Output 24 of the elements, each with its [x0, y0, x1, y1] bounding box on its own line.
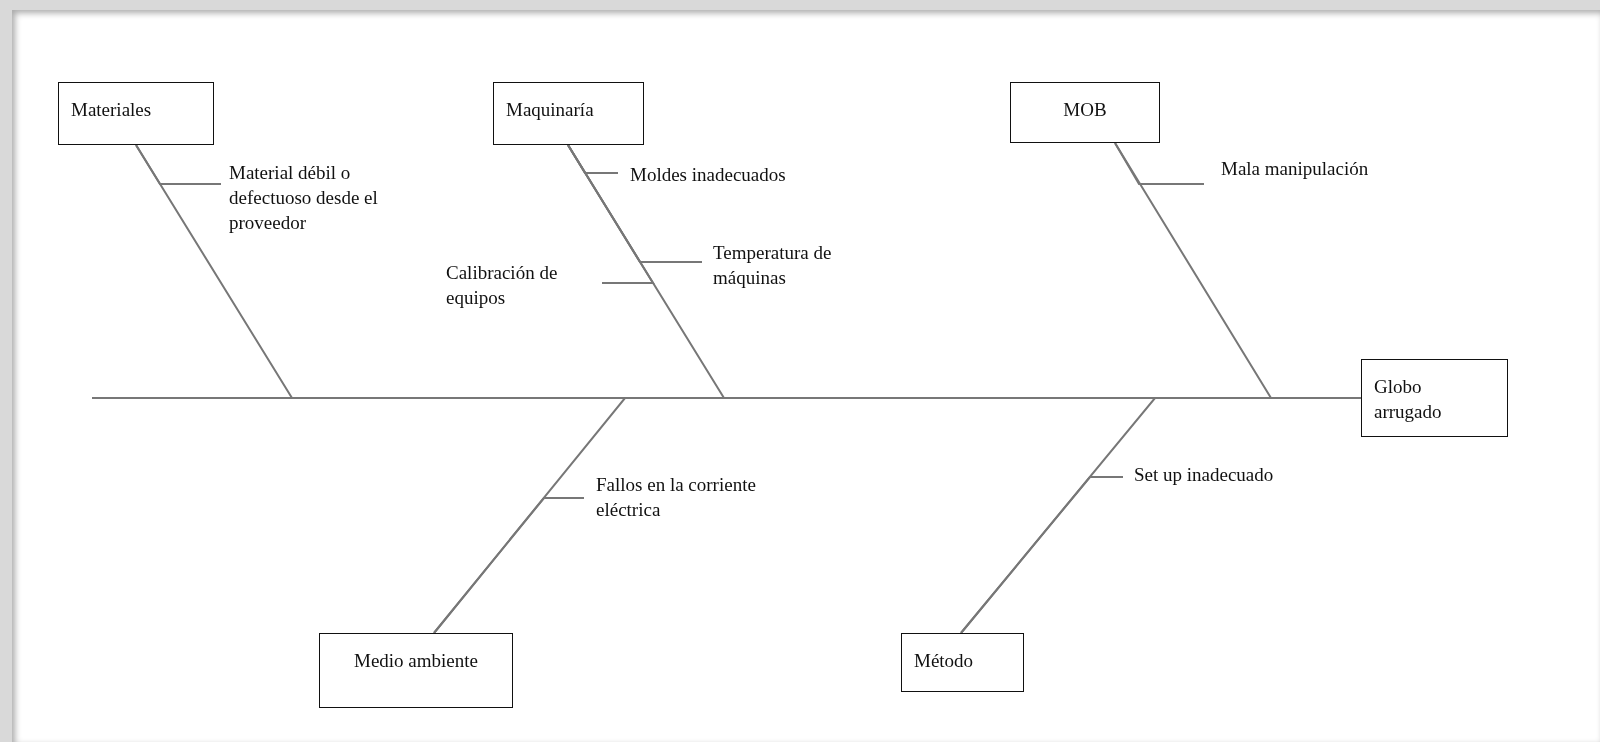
- cause-text: Moldes inadecuados: [630, 162, 830, 187]
- category-box: [1361, 359, 1508, 437]
- category-box: [901, 633, 1024, 692]
- box-label: MOB: [1062, 98, 1108, 122]
- branch-line: [1114, 142, 1205, 185]
- category-box: [1010, 82, 1160, 143]
- cause-text: Set up inadecuado: [1134, 462, 1334, 487]
- branch-line: [135, 144, 222, 185]
- box-label: Materiales: [71, 98, 153, 122]
- category-box: [493, 82, 644, 145]
- cause-text: Calibración de equipos: [446, 260, 558, 310]
- box-label: Maquinaría: [506, 98, 595, 122]
- box-label: Medio ambiente: [353, 649, 479, 673]
- cause-text: Temperatura de máquinas: [713, 240, 883, 290]
- category-box: [58, 82, 214, 145]
- box-label: Globo arrugado: [1374, 375, 1443, 424]
- cause-text: Material débil o defectuoso desde el proveedor: [229, 160, 401, 235]
- box-label: Método: [914, 649, 975, 673]
- branch-line: [433, 497, 585, 634]
- branch-line: [960, 476, 1124, 634]
- cause-text: Fallos en la corriente eléctrica: [596, 472, 811, 522]
- cause-text: Mala manipulación: [1221, 156, 1421, 181]
- category-box: [319, 633, 513, 708]
- branch-line: [567, 144, 655, 284]
